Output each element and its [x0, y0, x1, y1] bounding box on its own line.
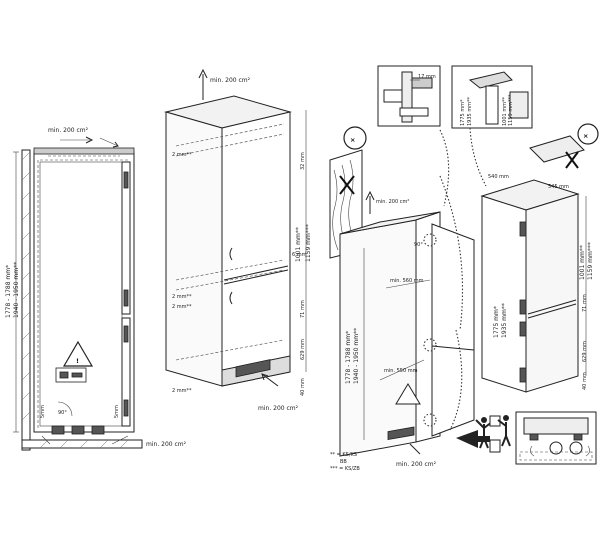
left-height-alt-label: 1940 - 1950 mm**: [13, 262, 20, 318]
note-a: ** = KS/KS: [330, 452, 357, 458]
dim-door-lower-label: 629 mm: [300, 339, 306, 360]
detail-inset-a: 17 mm: [377, 65, 441, 127]
gap-lower-label: 2 mm**: [172, 388, 192, 394]
detail-inset-b: 1775 mm* 1935 mm** 1001 mm** 1159 mm***: [451, 65, 533, 129]
appliance-door-lower-label: 629 mm: [582, 341, 588, 362]
appliance-front: [481, 195, 527, 393]
niche-depth-label: min. 550 mm: [384, 368, 418, 374]
svg-text:×: ×: [350, 136, 355, 144]
door-split: [223, 265, 289, 281]
appliance-side: [525, 193, 579, 393]
upper-door-handle[interactable]: [229, 247, 233, 261]
niche-installation-diagram: × min. 560 mm min. 550 mm 1778 - 1788 mm…: [329, 126, 475, 472]
lower-door-edge: [121, 317, 131, 427]
niche-warning-icon: [395, 383, 421, 405]
dim-bottom-label: 40 mm: [300, 378, 306, 396]
cabinet-outline: [33, 151, 135, 433]
direction-arrow: [456, 430, 490, 448]
upper-door-edge: [121, 161, 131, 315]
appliance-dim-40-label: 40 mm: [582, 372, 588, 390]
left-angle-label: 90°: [58, 410, 67, 416]
svg-text:!: !: [76, 357, 79, 365]
left-height-label: 1778 - 1788 mm*: [5, 265, 12, 318]
inset-1001-label: 1001 mm**: [502, 96, 508, 126]
left-wall: [21, 149, 31, 451]
inset-1935-label: 1935 mm**: [467, 96, 473, 126]
niche-angle-label: 90°: [414, 242, 423, 248]
dim-top-label: 32 mm: [300, 152, 306, 170]
appliance-height-label: 1775 mm*: [493, 306, 500, 338]
hinge-bottom: [423, 413, 437, 427]
side-gap-label: 6 mm: [292, 252, 307, 258]
middle-cabinet-diagram: min. 200 cm² min. 200 cm² 2 mm** 2 mm** …: [164, 68, 312, 412]
appliance-door-upper-alt-label: 1159 mm***: [587, 242, 594, 280]
floor: [21, 439, 143, 449]
niche-vent-top-label: min. 200 cm²: [376, 199, 409, 205]
dim-door-upper-alt-label: 1159 mm***: [305, 224, 312, 262]
left-vent-top-label: min. 200 cm²: [48, 127, 89, 134]
prohibited-icon-a: ×: [343, 126, 367, 150]
appliance-dim-71-label: 71 mm: [582, 294, 588, 312]
width-label: 545 mm: [548, 184, 569, 190]
inset-1159-label: 1159 mm***: [508, 94, 514, 126]
lower-door-handle[interactable]: [229, 291, 233, 305]
niche-height-label: 1778 - 1788 mm*: [345, 331, 352, 384]
gap-upper-label: 2 mm**: [172, 152, 192, 158]
left-gap-br-label: 5mm: [114, 405, 120, 418]
left-vent-bottom-label: min. 200 cm²: [146, 441, 187, 448]
left-section-diagram: 1778 - 1788 mm* 1940 - 1950 mm** min. 20…: [5, 127, 187, 451]
niche-width-label: min. 560 mm: [390, 278, 424, 284]
inset-17mm-label: 17 mm: [418, 74, 436, 80]
svg-text:×: ×: [583, 132, 588, 140]
appliance-door-upper-label: 1001 mm**: [579, 245, 586, 280]
niche-vent-bottom-label: min. 200 cm²: [396, 461, 437, 468]
dim-mid-label: 71 mm: [300, 300, 306, 318]
transport-illustration: [456, 411, 597, 465]
dim-door-upper-label: 1001 mm**: [295, 227, 302, 262]
note-c: *** = KS/ZB: [330, 466, 360, 472]
gap-middle-a-label: 2 mm**: [172, 294, 192, 300]
hinge-top: [423, 233, 437, 247]
hinge-middle: [423, 338, 437, 352]
left-gap-bl-label: 5mm: [40, 405, 46, 418]
inset-1775-label: 1775 mm*: [460, 99, 466, 126]
prohibited-icon-b: ×: [577, 123, 599, 145]
niche-height-alt-label: 1940 - 1950 mm**: [353, 328, 360, 384]
open-door[interactable]: [431, 223, 475, 437]
middle-vent-bottom-label: min. 200 cm²: [258, 405, 299, 412]
gap-middle-b-label: 2 mm**: [172, 304, 192, 310]
appliance-diagram: 540 mm 545 mm 1775 mm* 1935 mm** 1001 mm…: [480, 123, 599, 393]
warning-icon: !: [62, 340, 94, 367]
appliance-height-alt-label: 1935 mm**: [501, 303, 508, 338]
middle-vent-top-label: min. 200 cm²: [210, 77, 251, 84]
depth-label: 540 mm: [488, 174, 509, 180]
note-b: BB: [340, 459, 347, 465]
plinth-vent: [235, 359, 271, 378]
